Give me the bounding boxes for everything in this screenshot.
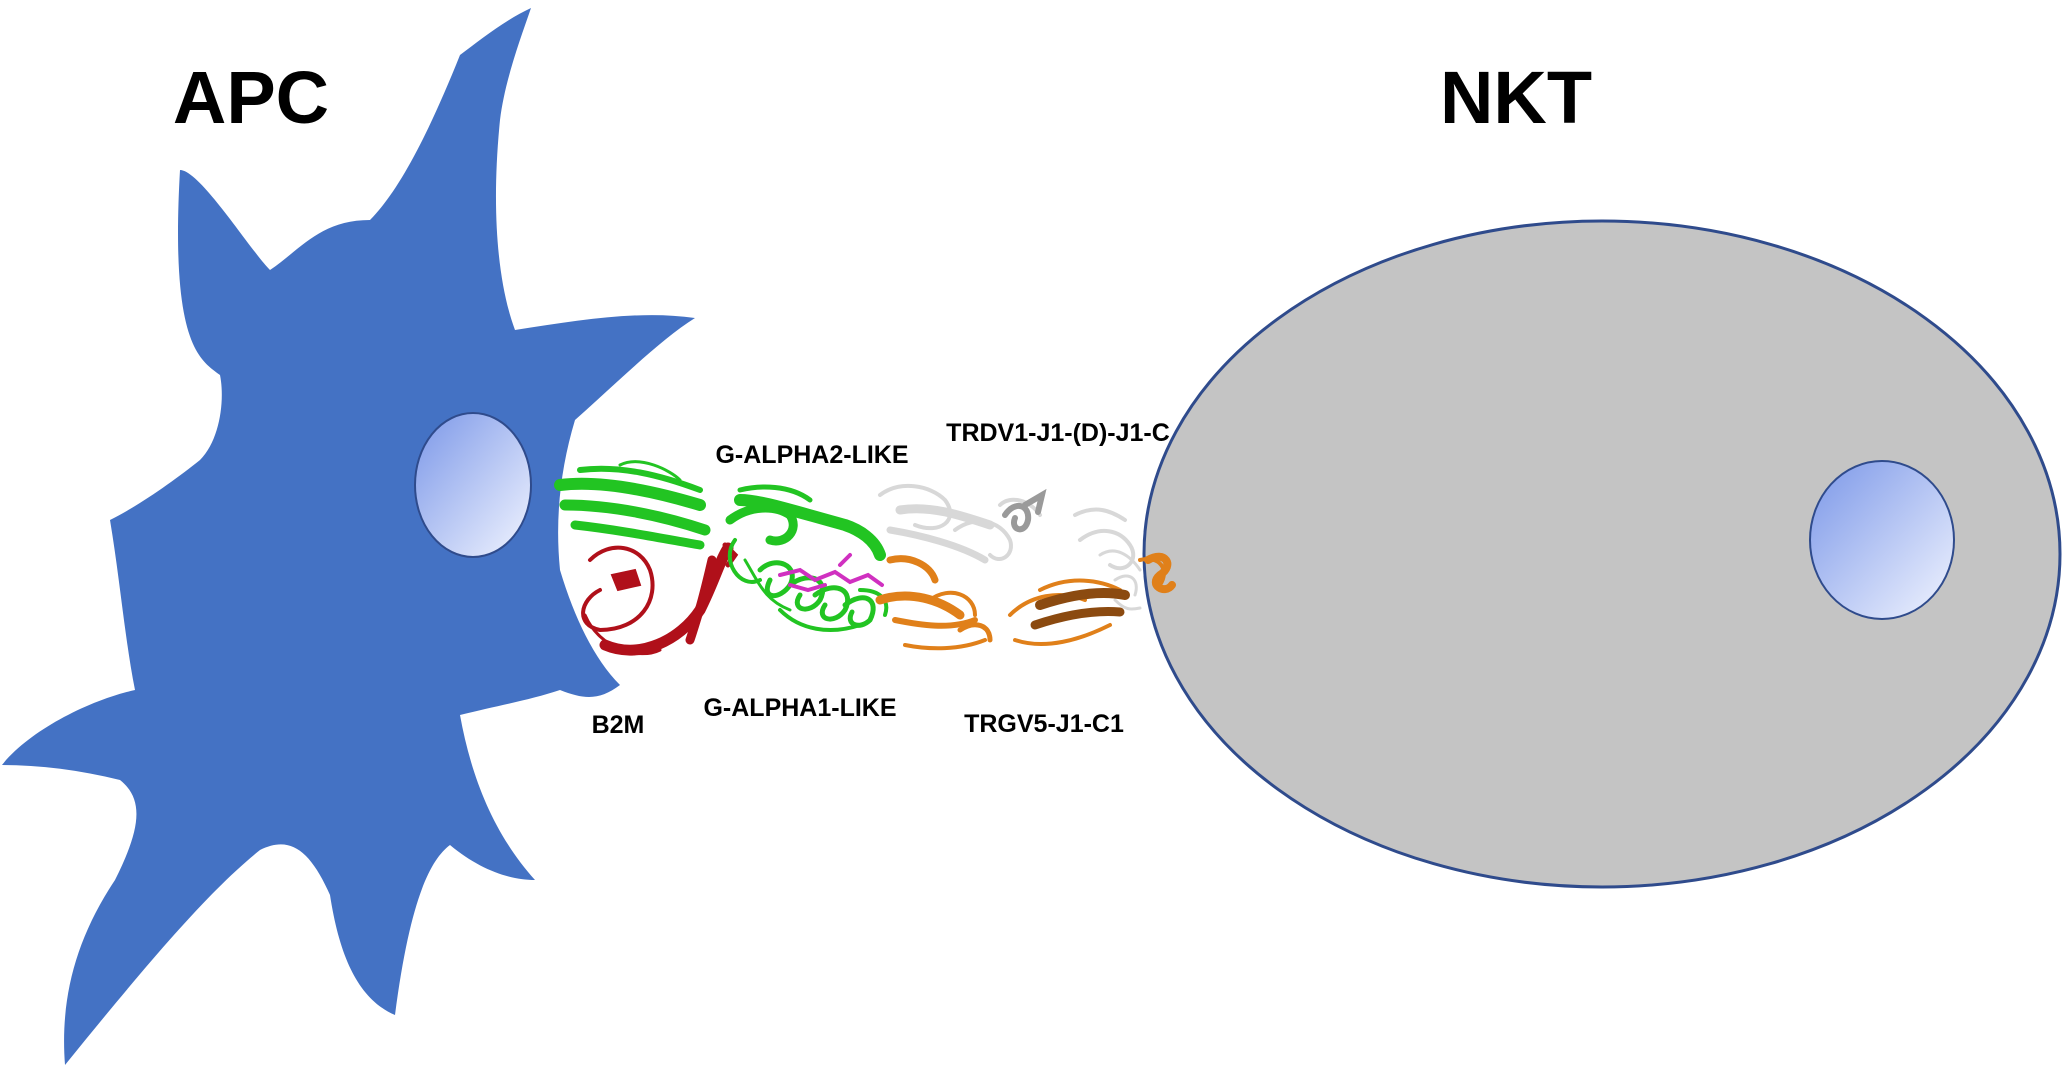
b2m-ribbon <box>581 542 739 656</box>
label-trdv: TRDV1-J1-(D)-J1-C <box>946 419 1170 447</box>
label-g-alpha2-like: G-ALPHA2-LIKE <box>715 441 908 469</box>
trgv-sheet <box>1030 588 1130 630</box>
trdv-ribbon <box>878 483 1142 611</box>
label-trgv: TRGV5-J1-C1 <box>964 710 1124 738</box>
trgv-ribbon <box>875 555 1166 651</box>
trdv-helix <box>1002 488 1047 533</box>
nkt-cell-body <box>1142 219 2062 889</box>
nkt-nucleus <box>1809 460 1955 620</box>
label-b2m: B2M <box>592 711 645 739</box>
protein-complex <box>554 460 1176 656</box>
ligand-sticks <box>778 553 884 593</box>
trgv-helix <box>1144 552 1176 594</box>
nkt-title: NKT <box>1440 56 1592 139</box>
apc-cell-body <box>2 8 695 1065</box>
apc-title: APC <box>173 56 329 139</box>
label-g-alpha1-like: G-ALPHA1-LIKE <box>703 694 896 722</box>
apc-nucleus <box>414 412 532 558</box>
